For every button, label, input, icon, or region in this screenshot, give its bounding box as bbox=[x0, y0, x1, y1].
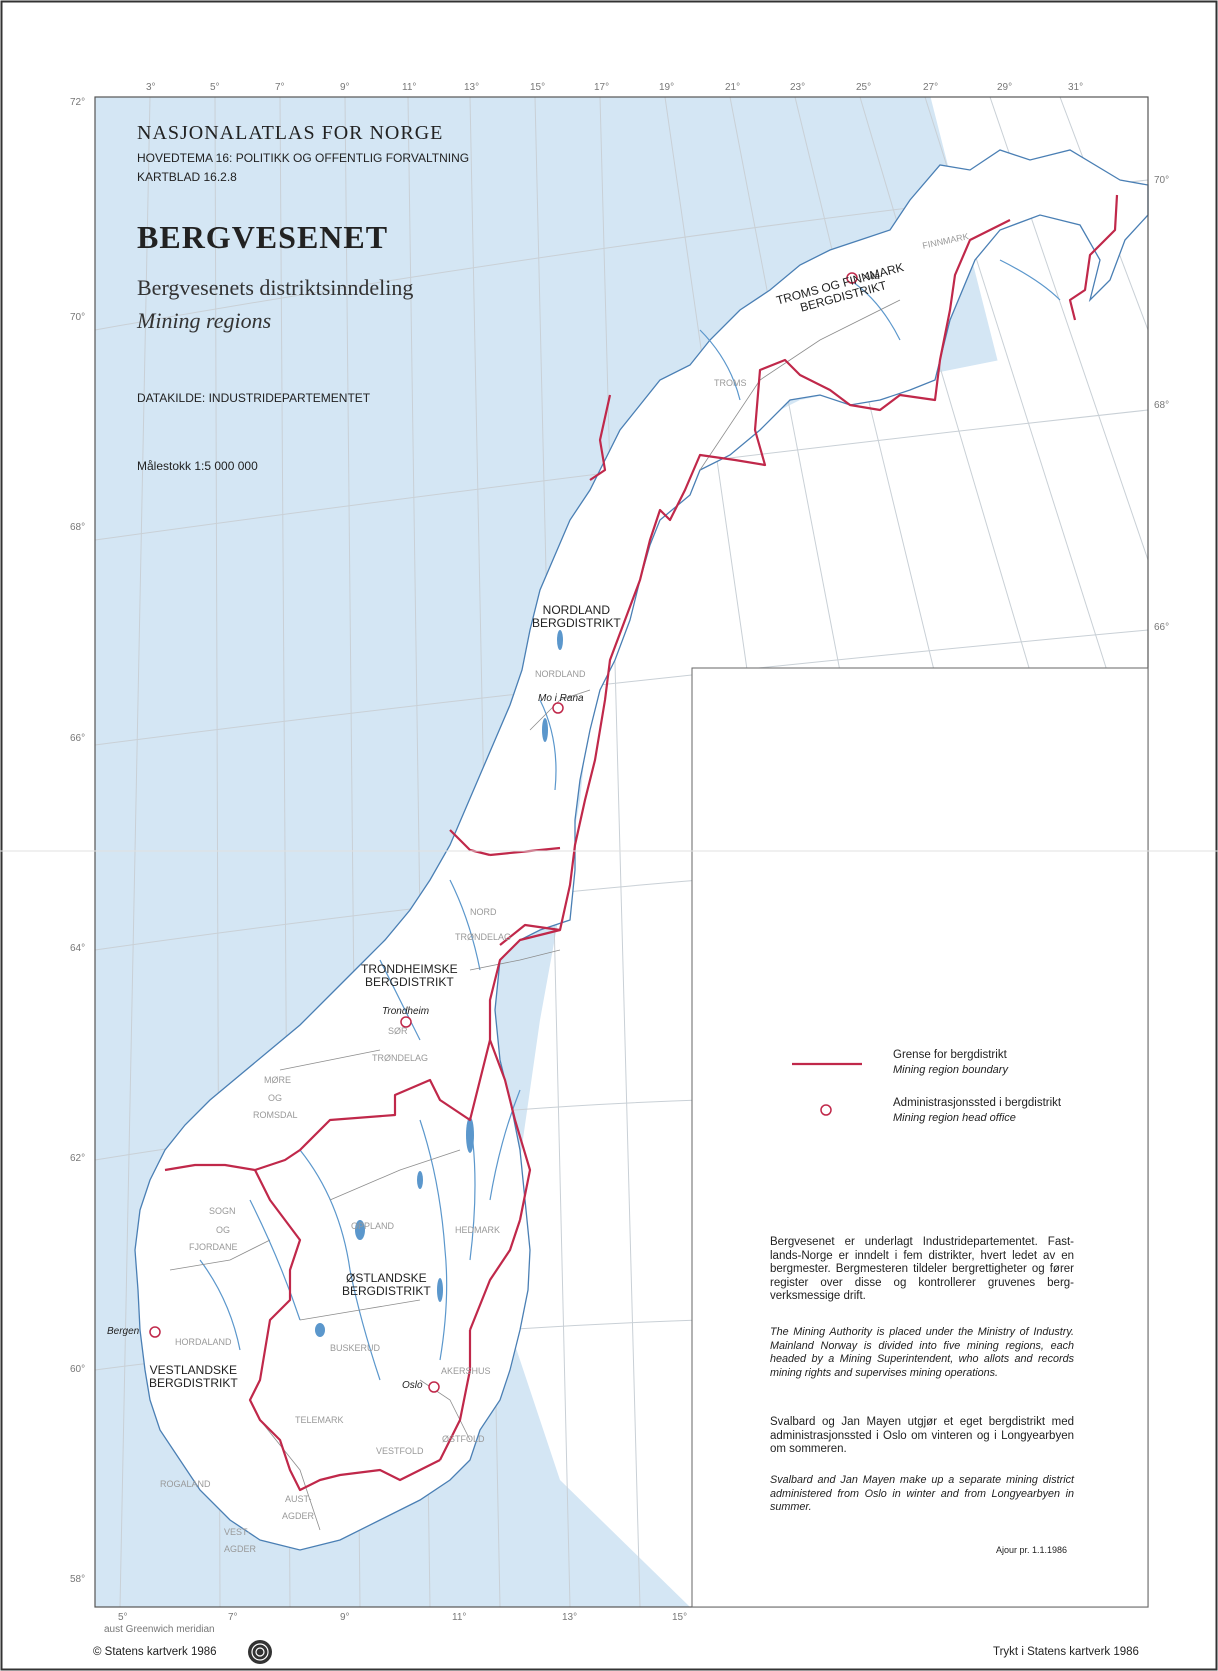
atlas-title: NASJONALATLAS FOR NORGE bbox=[137, 122, 444, 144]
kartverk-logo bbox=[248, 1640, 272, 1664]
lon-label-bottom: 15° bbox=[672, 1612, 688, 1623]
scale-text: Målestokk 1:5 000 000 bbox=[137, 459, 258, 473]
lat-label: 68° bbox=[70, 522, 86, 533]
lon-label: 5° bbox=[210, 82, 220, 93]
county-label: ROGALAND bbox=[160, 1479, 211, 1489]
lat-label-right: 68° bbox=[1154, 400, 1170, 411]
county-label: VEST- bbox=[224, 1527, 251, 1537]
lon-label: 27° bbox=[923, 82, 939, 93]
note-english: The Mining Authority is placed under the… bbox=[770, 1326, 1074, 1379]
county-label: AKERSHUS bbox=[441, 1366, 491, 1376]
lon-label: 13° bbox=[464, 82, 480, 93]
city-label-alta: Alta bbox=[864, 271, 880, 281]
data-source: DATAKILDE: INDUSTRIDEPARTEMENTET bbox=[137, 391, 371, 405]
subtitle-no: Bergvesenets distriktsinndeling bbox=[137, 275, 414, 300]
county-label: ROMSDAL bbox=[253, 1110, 298, 1120]
lon-label: 15° bbox=[530, 82, 546, 93]
lat-label: 62° bbox=[70, 1153, 86, 1164]
legend-office-symbol bbox=[820, 1104, 832, 1116]
lon-label: 11° bbox=[402, 82, 417, 93]
lon-label: 3° bbox=[146, 82, 156, 93]
county-label: TRØNDELAG bbox=[372, 1053, 429, 1063]
legend-office-label-en: Mining region head office bbox=[893, 1112, 1016, 1124]
lon-label: 29° bbox=[997, 82, 1013, 93]
county-label: FJORDANE bbox=[189, 1242, 238, 1252]
lon-label: 17° bbox=[594, 82, 610, 93]
lon-label-bottom: 11° bbox=[452, 1612, 467, 1623]
rivers-lakes bbox=[199, 259, 1061, 1381]
lon-label-bottom: 7° bbox=[228, 1612, 238, 1623]
city-label-trondheim: Trondheim bbox=[382, 1006, 430, 1017]
norway-land bbox=[134, 149, 1149, 1551]
county-boundaries bbox=[169, 299, 901, 1531]
city-label-oslo: Oslo bbox=[402, 1380, 423, 1391]
lon-label: 23° bbox=[790, 82, 806, 93]
theme-line: HOVEDTEMA 16: POLITIKK OG OFFENTLIG FORV… bbox=[137, 151, 470, 165]
county-label: OPPLAND bbox=[351, 1221, 395, 1231]
county-label: OG bbox=[268, 1093, 283, 1103]
sheet-number: KARTBLAD 16.2.8 bbox=[137, 170, 237, 184]
lon-label-bottom: 5° bbox=[118, 1612, 128, 1623]
county-label: TRØNDELAG bbox=[455, 932, 512, 942]
county-label: HORDALAND bbox=[175, 1337, 232, 1347]
county-label: NORDLAND bbox=[535, 669, 586, 679]
county-label: OG bbox=[216, 1225, 231, 1235]
city-label-mo-i-rana: Mo i Rana bbox=[538, 693, 584, 704]
county-label: MØRE bbox=[264, 1075, 291, 1085]
note-svalbard-no: Svalbard og Jan Mayen utgjør et eget ber… bbox=[770, 1416, 1074, 1455]
county-label: AUST- bbox=[285, 1494, 312, 1504]
county-label: BUSKERUD bbox=[330, 1343, 381, 1353]
legend-boundary-label-en: Mining region boundary bbox=[893, 1064, 1008, 1076]
legend-office-label-no: Administrasjonssted i bergdistrikt bbox=[893, 1097, 1062, 1109]
map-title: BERGVESENET bbox=[137, 219, 389, 255]
note-svalbard-en: Svalbard and Jan Mayen make up a separat… bbox=[770, 1474, 1074, 1513]
print-note: Trykt i Statens kartverk 1986 bbox=[993, 1646, 1139, 1658]
county-label: ØSTFOLD bbox=[442, 1434, 485, 1444]
lat-label-right: 70° bbox=[1154, 175, 1170, 186]
lat-label-right: 66° bbox=[1154, 622, 1170, 633]
copyright: © Statens kartverk 1986 bbox=[93, 1646, 217, 1658]
note-norwegian: Bergvesenet er underlagt Industrideparte… bbox=[770, 1236, 1074, 1302]
region-boundaries bbox=[164, 194, 1119, 1492]
county-label: AGDER bbox=[282, 1511, 315, 1521]
legend-panel bbox=[691, 667, 1149, 1608]
legend-boundary-label-no: Grense for bergdistrikt bbox=[893, 1049, 1007, 1061]
lon-label-bottom: 13° bbox=[562, 1612, 578, 1623]
lon-label: 9° bbox=[340, 82, 350, 93]
meridian-note: aust Greenwich meridian bbox=[104, 1624, 215, 1635]
county-label: VESTFOLD bbox=[376, 1446, 424, 1456]
lon-label: 21° bbox=[725, 82, 741, 93]
lon-label: 19° bbox=[659, 82, 675, 93]
city-label-bergen: Bergen bbox=[107, 1326, 140, 1337]
lat-label: 70° bbox=[70, 312, 86, 323]
lat-label: 72° bbox=[70, 97, 86, 108]
update-date: Ajour pr. 1.1.1986 bbox=[996, 1545, 1068, 1555]
county-label: SOGN bbox=[209, 1206, 236, 1216]
lat-label: 64° bbox=[70, 943, 86, 954]
county-label: NORD bbox=[470, 907, 497, 917]
county-label: AGDER bbox=[224, 1544, 257, 1554]
lat-label: 60° bbox=[70, 1364, 86, 1375]
county-label: TROMS bbox=[714, 378, 747, 388]
county-label: SØR bbox=[388, 1026, 408, 1036]
lakes bbox=[315, 630, 563, 1337]
lon-label-bottom: 9° bbox=[340, 1612, 350, 1623]
lat-label: 58° bbox=[70, 1574, 86, 1585]
county-label: HEDMARK bbox=[455, 1225, 501, 1235]
lon-label: 7° bbox=[275, 82, 285, 93]
lat-label: 66° bbox=[70, 733, 86, 744]
lon-label: 25° bbox=[856, 82, 872, 93]
lon-label: 31° bbox=[1068, 82, 1084, 93]
head-office-markers bbox=[149, 272, 858, 1393]
subtitle-en: Mining regions bbox=[137, 308, 272, 333]
county-label: TELEMARK bbox=[295, 1415, 344, 1425]
